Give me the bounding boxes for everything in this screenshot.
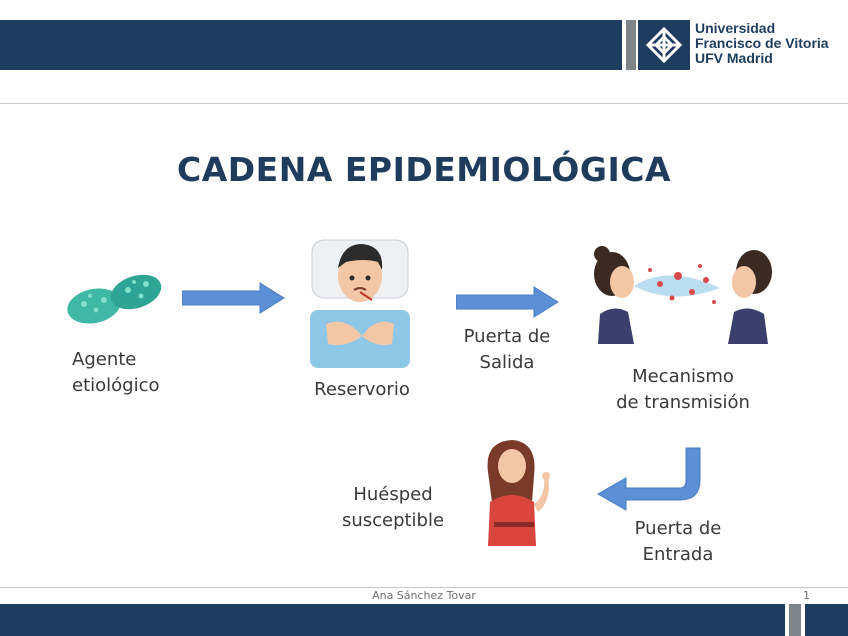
slide-title: CADENA EPIDEMIOLÓGICA: [0, 150, 848, 189]
footer-stripe: [789, 604, 801, 636]
sick-patient-icon: [306, 232, 412, 370]
woman-icon: [474, 436, 558, 546]
header-divider: [0, 103, 848, 104]
header-stripe: [626, 20, 636, 70]
label-agente: Agente etiológico: [72, 347, 212, 399]
label-huesped: Huésped susceptible: [332, 482, 454, 534]
footer-block: [805, 604, 848, 636]
footer-author: Ana Sánchez Tovar: [0, 589, 848, 602]
ufv-logo-icon: [638, 20, 690, 70]
transmission-icon: [588, 244, 778, 344]
page-number: 1: [803, 589, 810, 602]
label-mecanismo: Mecanismo de transmisión: [588, 364, 778, 416]
label-puerta-entrada: Puerta de Entrada: [618, 516, 738, 568]
label-puerta-salida: Puerta de Salida: [449, 324, 565, 376]
university-logo-text: Universidad Francisco de Vitoria UFV Mad…: [695, 21, 829, 66]
arrow-right-icon: [456, 286, 560, 318]
microbe-icon: [66, 268, 164, 330]
curved-arrow-icon: [596, 446, 708, 512]
footer-bar: [0, 604, 785, 636]
logo-line-1: Universidad: [695, 21, 829, 36]
logo-line-2: Francisco de Vitoria: [695, 36, 829, 51]
arrow-right-icon: [182, 282, 286, 314]
label-reservorio: Reservorio: [300, 377, 424, 403]
footer-divider: [0, 587, 848, 588]
header-bar: [0, 20, 622, 70]
logo-line-3: UFV Madrid: [695, 51, 829, 66]
